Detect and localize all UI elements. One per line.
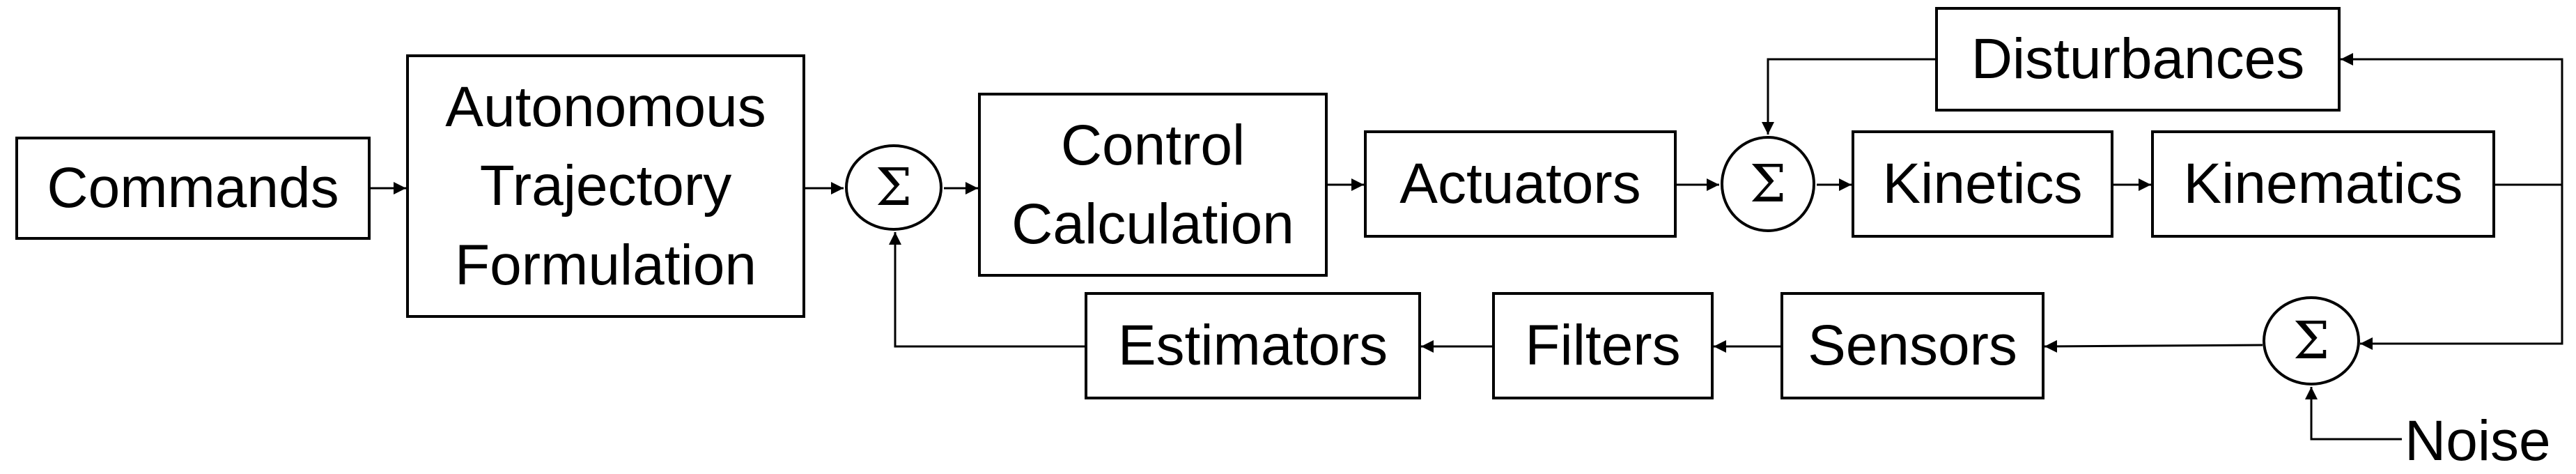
disturbances-label: Disturbances [1971,27,2305,91]
wire-disturbances-to-sum2 [1762,58,1935,135]
sigma-symbol: Σ [2292,311,2330,371]
actuators-block: Actuators [1364,130,1677,238]
kinetics-block: Kinetics [1852,130,2113,238]
commands-label: Commands [47,156,339,220]
kinetics-label: Kinetics [1882,152,2083,216]
wire-noise-to-sum3 [2305,387,2402,441]
summing-junction-2: Σ [1721,136,1815,232]
trajectory-formulation-label: Autonomous Trajectory Formulation [445,75,766,297]
trajectory-formulation-block: Autonomous Trajectory Formulation [406,54,805,318]
summing-junction-1: Σ [845,144,942,231]
sensors-label: Sensors [1808,314,2017,378]
disturbances-block: Disturbances [1935,7,2341,112]
estimators-label: Estimators [1117,314,1388,378]
sensors-block: Sensors [1780,292,2044,399]
kinematics-label: Kinematics [2183,152,2463,216]
filters-label: Filters [1525,314,1681,378]
control-calculation-block: Control Calculation [978,93,1328,277]
estimators-block: Estimators [1085,292,1421,399]
wire-kinematics-to-sum3 [2360,185,2563,350]
actuators-label: Actuators [1399,152,1641,216]
summing-junction-3: Σ [2263,296,2360,385]
filters-block: Filters [1492,292,1714,399]
kinematics-block: Kinematics [2151,130,2495,238]
control-calculation-label: Control Calculation [1011,113,1294,256]
sigma-symbol: Σ [1749,154,1787,214]
commands-block: Commands [15,137,371,240]
sigma-symbol: Σ [875,158,913,217]
wire-sum3-to-sensors [2044,339,2263,353]
noise-label: Noise [2405,409,2551,473]
wire-estimators-to-sum1 [889,232,1085,348]
wire-kinematics-to-disturbances [2341,53,2563,186]
